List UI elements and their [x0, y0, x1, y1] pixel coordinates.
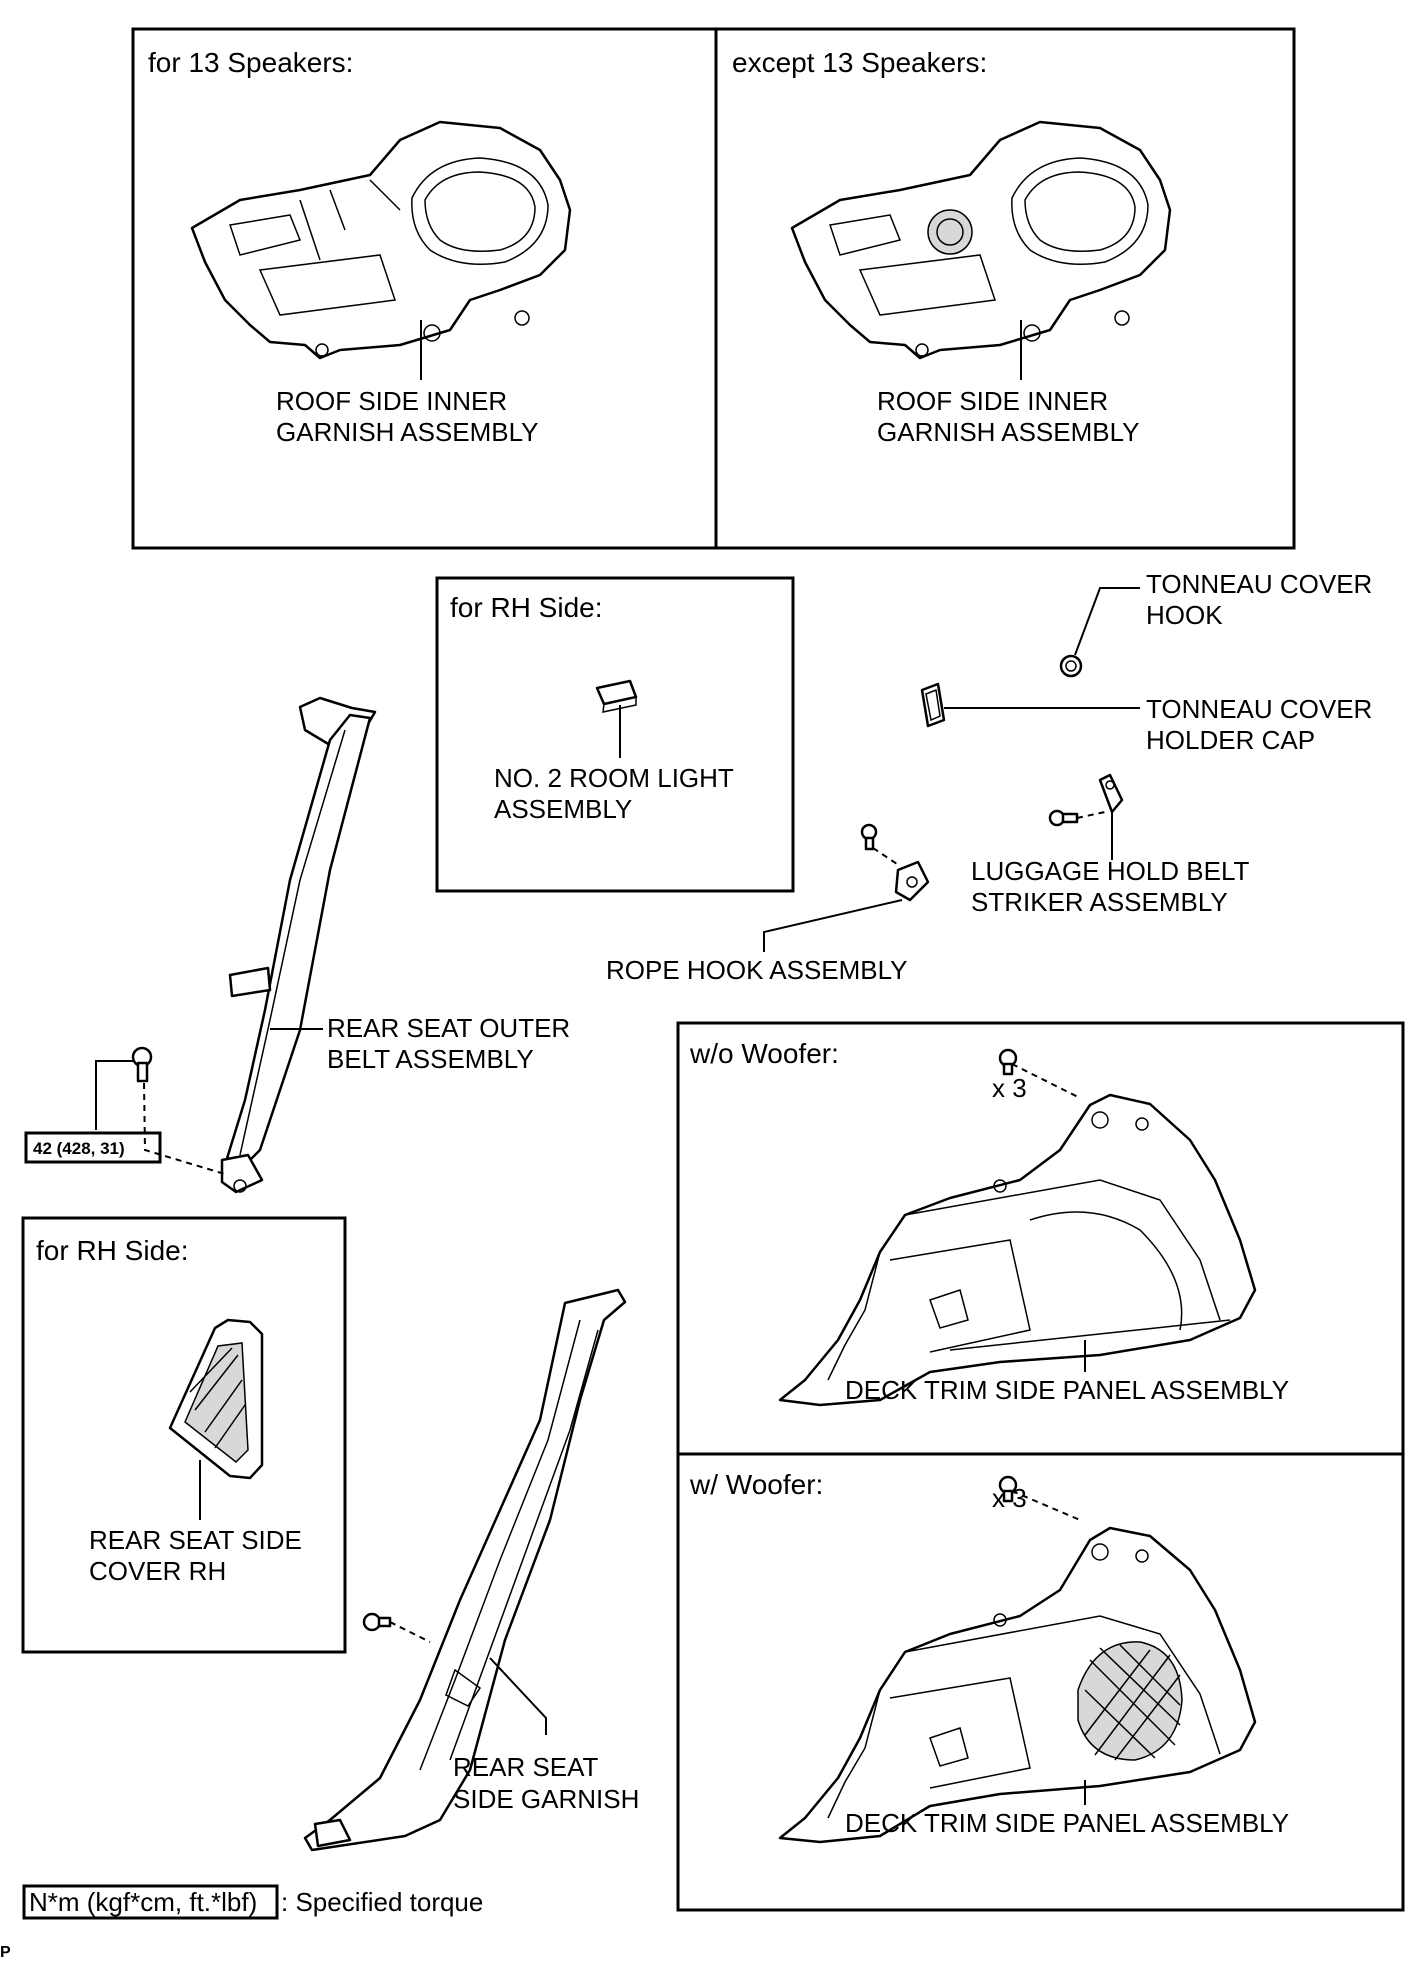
label-rear-belt-2: BELT ASSEMBLY — [327, 1044, 534, 1074]
label-rear-belt-1: REAR SEAT OUTER — [327, 1013, 570, 1043]
legend-box — [22, 1884, 279, 1920]
label-side-garnish-1: REAR SEAT — [453, 1752, 599, 1782]
dash-luggage-bolt — [1076, 811, 1106, 819]
torque-box — [24, 1131, 162, 1164]
label-tonneau-hook-2: HOOK — [1146, 600, 1223, 630]
label-luggage-striker-1: LUGGAGE HOLD BELT — [971, 856, 1249, 886]
label-deck-trim-wo: DECK TRIM SIDE PANEL ASSEMBLY — [845, 1375, 1289, 1405]
label-roof-garnish-left-1: ROOF SIDE INNER — [276, 386, 507, 416]
roof-side-inner-garnish-except-13-speakers — [790, 120, 1172, 360]
dash-belt-anchor — [143, 1082, 229, 1176]
luggage-striker-bolt — [1048, 809, 1079, 827]
legend-description: : Specified torque — [281, 1887, 483, 1917]
label-rope-hook: ROPE HOOK ASSEMBLY — [606, 955, 908, 985]
label-side-cover-2: COVER RH — [89, 1556, 226, 1586]
label-roof-garnish-left-2: GARNISH ASSEMBLY — [276, 417, 539, 447]
deck-trim-side-panel-wo-woofer — [778, 1093, 1257, 1407]
panel-header-wo-woofer: w/o Woofer: — [689, 1038, 839, 1069]
legend-box-text: N*m (kgf*cm, ft.*lbf) — [29, 1887, 257, 1917]
leader-torque — [95, 1060, 135, 1130]
qty-w-woofer: x 3 — [992, 1483, 1027, 1513]
label-room-light-1: NO. 2 ROOM LIGHT — [494, 763, 734, 793]
panel-header-13-speakers: for 13 Speakers: — [148, 47, 353, 78]
w-woofer-clip — [998, 1475, 1018, 1503]
rh-side-cover-panel-frame — [21, 1216, 347, 1654]
luggage-hold-belt-striker — [1098, 773, 1124, 814]
rope-hook-assembly — [894, 860, 930, 902]
label-tonneau-cap-1: TONNEAU COVER — [1146, 694, 1372, 724]
tonneau-cover-hook — [1059, 654, 1083, 678]
label-tonneau-cap-2: HOLDER CAP — [1146, 725, 1315, 755]
leader-side-garnish — [489, 1657, 547, 1735]
no2-room-light-assembly — [595, 679, 638, 713]
side-garnish-clip — [362, 1612, 392, 1632]
belt-anchor-bolt — [131, 1046, 153, 1083]
label-roof-garnish-right-1: ROOF SIDE INNER — [877, 386, 1108, 416]
label-luggage-striker-2: STRIKER ASSEMBLY — [971, 887, 1228, 917]
wo-woofer-clip — [998, 1048, 1018, 1076]
dash-rope-hook — [872, 847, 901, 867]
label-roof-garnish-right-2: GARNISH ASSEMBLY — [877, 417, 1140, 447]
rear-seat-side-garnish — [303, 1288, 627, 1852]
qty-wo-woofer: x 3 — [992, 1073, 1027, 1103]
label-room-light-2: ASSEMBLY — [494, 794, 632, 824]
leader-rope-hook — [763, 899, 903, 952]
dash-side-garnish — [389, 1621, 431, 1643]
label-deck-trim-w: DECK TRIM SIDE PANEL ASSEMBLY — [845, 1808, 1289, 1838]
roof-garnish-panel-frame — [131, 27, 1296, 550]
label-side-cover-1: REAR SEAT SIDE — [89, 1525, 302, 1555]
leader-tonneau-hook — [1074, 587, 1140, 656]
rear-seat-side-cover-rh — [168, 1318, 264, 1480]
label-tonneau-hook-1: TONNEAU COVER — [1146, 569, 1372, 599]
panel-header-rh-side-cover: for RH Side: — [36, 1235, 189, 1266]
footer-mark: P — [0, 1944, 11, 1961]
deck-trim-side-panel-w-woofer — [778, 1526, 1257, 1844]
panel-header-rh-side-light: for RH Side: — [450, 592, 603, 623]
panel-header-except-13-speakers: except 13 Speakers: — [732, 47, 987, 78]
torque-value: 42 (428, 31) — [33, 1139, 125, 1158]
deck-trim-panel-frame — [676, 1021, 1405, 1912]
rear-seat-outer-belt-assembly — [220, 696, 377, 1194]
rh-side-light-panel-frame — [435, 576, 795, 893]
tonneau-cover-holder-cap — [920, 682, 946, 728]
label-side-garnish-2: SIDE GARNISH — [453, 1784, 639, 1814]
roof-side-inner-garnish-13-speakers — [190, 120, 572, 360]
rope-hook-bolt — [860, 823, 878, 851]
panel-header-w-woofer: w/ Woofer: — [689, 1469, 823, 1500]
dash-w-woofer — [1011, 1490, 1081, 1521]
dash-wo-woofer — [1011, 1063, 1081, 1099]
